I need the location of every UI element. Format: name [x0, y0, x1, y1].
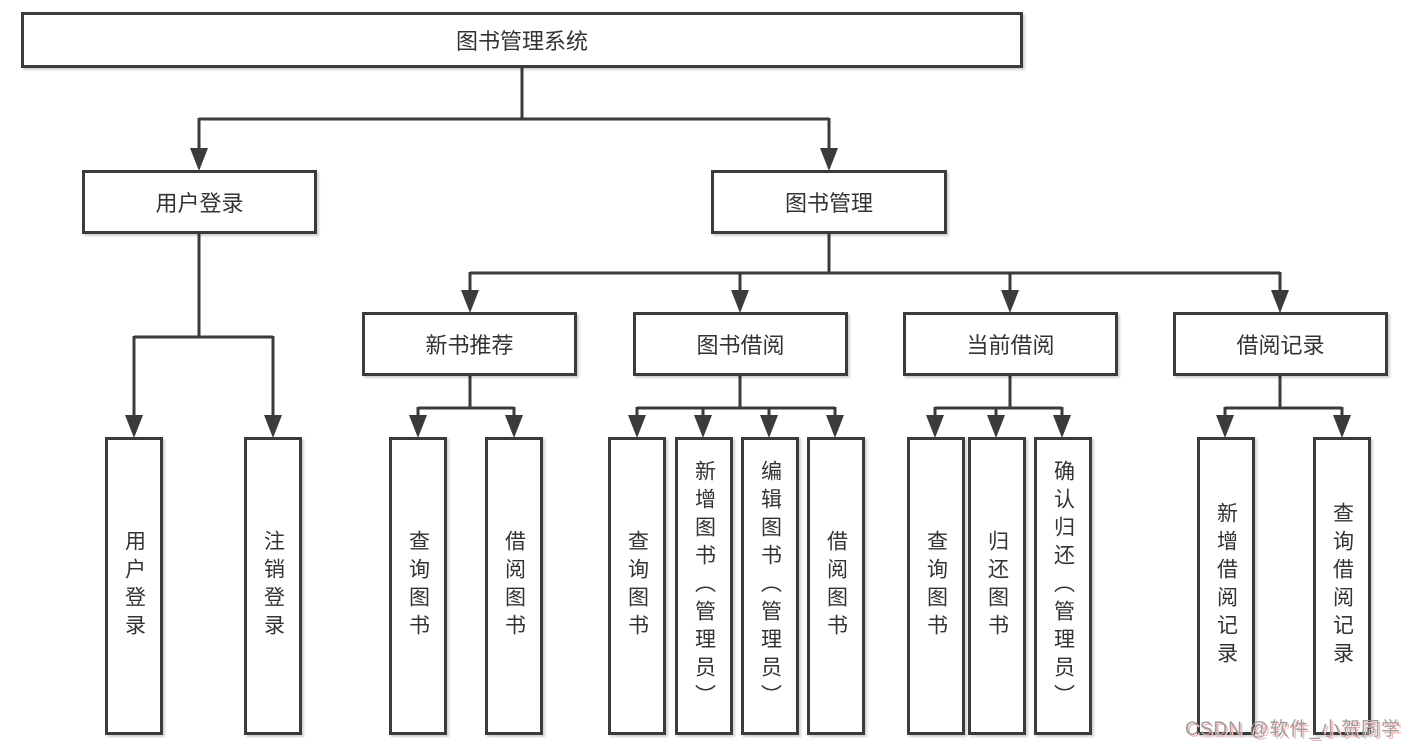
- node-root: 图书管理系统: [21, 12, 1023, 68]
- node-root-label: 图书管理系统: [455, 29, 588, 54]
- node-label: 图书管理: [784, 191, 873, 216]
- leaf-label: 归还图书: [985, 530, 1009, 642]
- leaf-label: 查询图书: [406, 530, 430, 642]
- arrow-down-icon: [190, 148, 208, 171]
- leaf-query-book: 查询图书: [907, 437, 965, 735]
- arrow-down-icon: [760, 415, 778, 438]
- leaf-add-book-admin: 新增图书（管理员）: [675, 437, 733, 735]
- connector-login-group: [132, 234, 275, 418]
- leaf-label: 确认归还（管理员）: [1051, 460, 1075, 712]
- leaf-label: 查询图书: [625, 530, 649, 642]
- node-book-management: 图书管理: [711, 170, 947, 234]
- node-borrow-record: 借阅记录: [1173, 312, 1388, 376]
- arrow-down-icon: [694, 415, 712, 438]
- arrow-down-icon: [926, 415, 944, 438]
- arrow-down-icon: [505, 415, 523, 438]
- leaf-label: 查询借阅记录: [1330, 502, 1354, 670]
- leaf-label: 借阅图书: [824, 530, 848, 642]
- connector-current-group: [933, 375, 1064, 418]
- arrow-down-icon: [1053, 415, 1071, 438]
- csdn-watermark: CSDN @软件_小贺同学: [1185, 719, 1401, 740]
- node-book-borrow: 图书借阅: [633, 312, 848, 376]
- arrow-down-icon: [461, 290, 479, 313]
- node-user-login: 用户登录: [82, 170, 317, 234]
- node-current-borrow: 当前借阅: [903, 312, 1118, 376]
- leaf-confirm-return-admin: 确认归还（管理员）: [1034, 437, 1092, 735]
- arrow-down-icon: [731, 290, 749, 313]
- leaf-borrow-book: 借阅图书: [807, 437, 865, 735]
- leaf-label: 新增借阅记录: [1214, 502, 1238, 670]
- leaf-query-borrow-record: 查询借阅记录: [1313, 437, 1371, 735]
- arrow-down-icon: [125, 415, 143, 438]
- node-new-book-recommend: 新书推荐: [362, 312, 577, 376]
- leaf-label: 借阅图书: [502, 530, 526, 642]
- leaf-user-login: 用户登录: [105, 437, 163, 735]
- arrow-down-icon: [826, 415, 844, 438]
- arrow-down-icon: [1271, 290, 1289, 313]
- node-label: 当前借阅: [966, 333, 1055, 358]
- leaf-borrow-book: 借阅图书: [485, 437, 543, 735]
- leaf-label: 编辑图书（管理员）: [758, 460, 782, 712]
- node-label: 用户登录: [155, 191, 244, 216]
- connector-record-group: [1223, 375, 1344, 418]
- leaf-label: 新增图书（管理员）: [692, 460, 716, 712]
- node-label: 新书推荐: [425, 333, 514, 358]
- arrow-down-icon: [987, 415, 1005, 438]
- leaf-logout: 注销登录: [244, 437, 302, 735]
- connector-mgmt-to-level3: [468, 234, 1282, 294]
- leaf-label: 用户登录: [122, 530, 146, 642]
- node-label: 图书借阅: [696, 333, 785, 358]
- leaf-return-book: 归还图书: [968, 437, 1026, 735]
- connector-newbook-group: [416, 375, 516, 418]
- leaf-add-borrow-record: 新增借阅记录: [1197, 437, 1255, 735]
- arrow-down-icon: [1333, 415, 1351, 438]
- arrow-down-icon: [820, 148, 838, 171]
- arrow-down-icon: [409, 415, 427, 438]
- leaf-label: 注销登录: [261, 530, 285, 642]
- connector-borrow-group: [635, 375, 837, 418]
- leaf-edit-book-admin: 编辑图书（管理员）: [741, 437, 799, 735]
- leaf-query-book: 查询图书: [389, 437, 447, 735]
- arrow-down-icon: [1001, 290, 1019, 313]
- leaf-label: 查询图书: [924, 530, 948, 642]
- leaf-query-book: 查询图书: [608, 437, 666, 735]
- node-label: 借阅记录: [1236, 333, 1325, 358]
- connector-root-to-level2: [197, 68, 831, 152]
- arrow-down-icon: [628, 415, 646, 438]
- arrow-down-icon: [264, 415, 282, 438]
- arrow-down-icon: [1216, 415, 1234, 438]
